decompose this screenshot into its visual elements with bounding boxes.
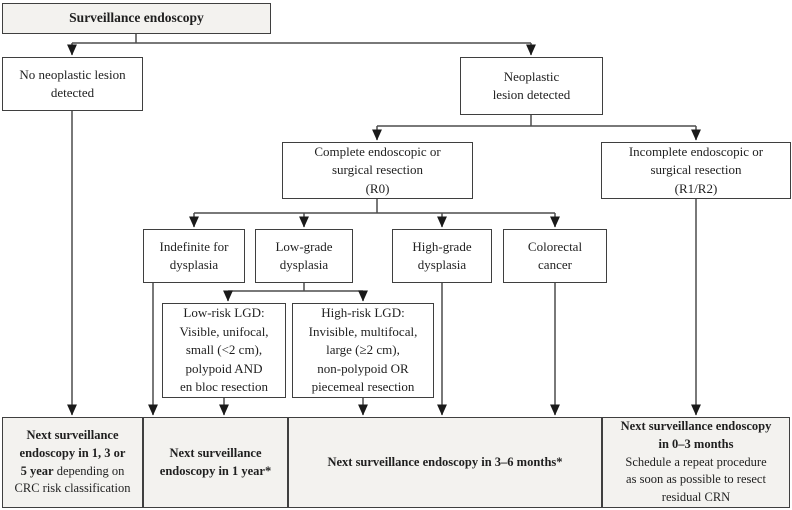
outcome-label-bold: Next surveillance endoscopy in 1 year* (159, 445, 272, 478)
node-complete-resection-r0: Complete endoscopic or surgical resectio… (282, 142, 473, 199)
node-label: Surveillance endoscopy (69, 10, 204, 26)
node-low-grade-dysplasia: Low-grade dysplasia (255, 229, 353, 283)
outcome-label: Next surveillance endoscopy in 1, 3 or 5… (15, 427, 131, 498)
node-low-risk-lgd: Low-risk LGD: Visible, unifocal, small (… (162, 303, 286, 398)
node-label: Low-risk LGD: Visible, unifocal, small (… (179, 305, 269, 395)
node-label: Low-grade dysplasia (275, 238, 333, 272)
node-high-grade-dysplasia: High-grade dysplasia (392, 229, 492, 283)
node-no-neoplastic-lesion: No neoplastic lesion detected (2, 57, 143, 111)
node-indefinite-dysplasia: Indefinite for dysplasia (143, 229, 245, 283)
node-label: High-grade dysplasia (412, 238, 472, 272)
node-label: Complete endoscopic or surgical resectio… (314, 144, 441, 196)
connector-segments (72, 32, 696, 292)
node-label: Colorectal cancer (527, 238, 583, 272)
node-high-risk-lgd: High-risk LGD: Invisible, multifocal, la… (292, 303, 434, 398)
outcome-1-year: Next surveillance endoscopy in 1 year* (143, 417, 288, 508)
outcome-label-bold: Next surveillance endoscopy in 3–6 month… (327, 454, 563, 469)
node-colorectal-cancer: Colorectal cancer (503, 229, 607, 283)
node-label: No neoplastic lesion detected (19, 66, 126, 100)
node-incomplete-resection-r1r2: Incomplete endoscopic or surgical resect… (601, 142, 791, 199)
node-surveillance-endoscopy: Surveillance endoscopy (2, 3, 271, 34)
outcome-label-regular: Schedule a repeat procedure as soon as p… (625, 454, 767, 505)
node-label: Incomplete endoscopic or surgical resect… (628, 144, 764, 196)
node-label: Neoplastic lesion detected (492, 68, 571, 102)
outcome-0-3-months: Next surveillance endoscopy in 0–3 month… (602, 417, 790, 508)
outcome-label-bold: Next surveillance endoscopy in 0–3 month… (620, 419, 772, 451)
connector-arrow-lines (67, 43, 701, 416)
outcome-1-3-5-year: Next surveillance endoscopy in 1, 3 or 5… (2, 417, 143, 508)
outcome-label-regular: depending on CRC risk classification (14, 463, 131, 496)
node-label: Indefinite for dysplasia (159, 238, 229, 272)
outcome-label-bold: Next surveillance endoscopy in 1, 3 or 5… (19, 428, 126, 478)
connector-elbow-lines (72, 32, 696, 292)
node-neoplastic-lesion: Neoplastic lesion detected (460, 57, 603, 115)
outcome-label: Next surveillance endoscopy in 0–3 month… (621, 418, 772, 507)
node-label: High-risk LGD: Invisible, multifocal, la… (308, 305, 418, 395)
outcome-3-6-months: Next surveillance endoscopy in 3–6 month… (288, 417, 602, 508)
